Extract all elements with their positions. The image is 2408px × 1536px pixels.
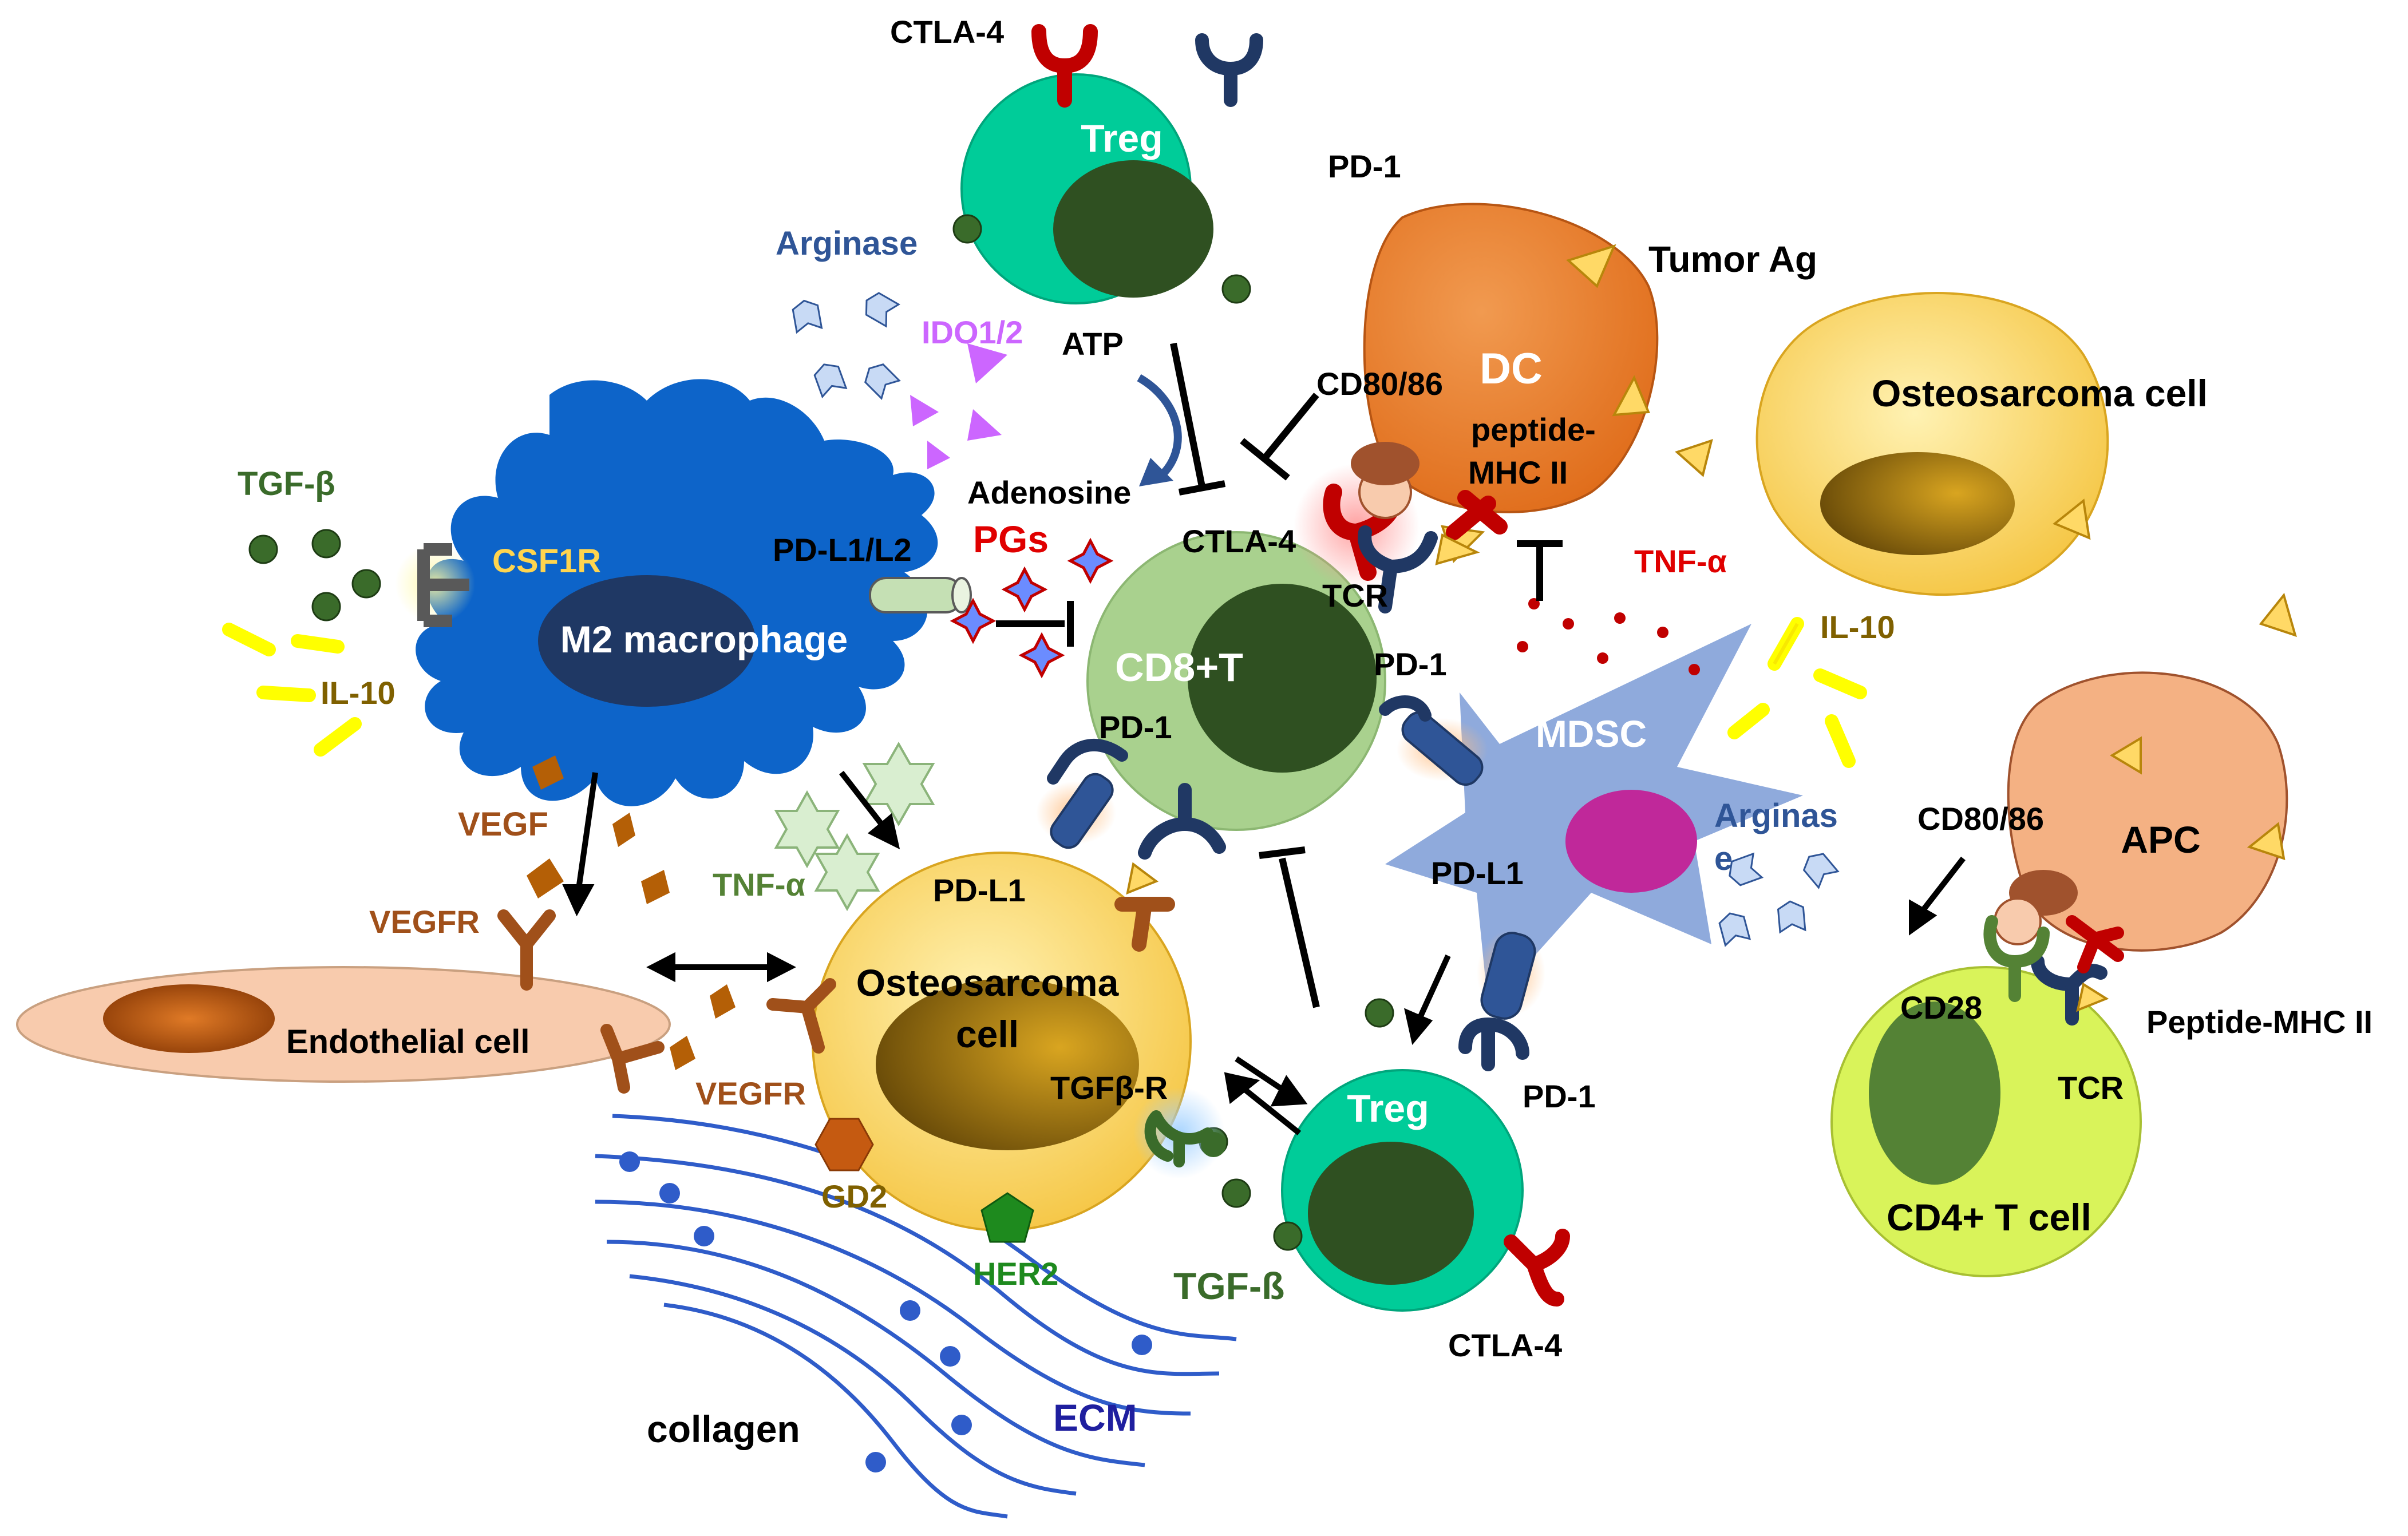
pgs-stars xyxy=(950,537,1114,679)
arrows xyxy=(562,770,1966,1135)
label-il10-left: IL-10 xyxy=(321,675,396,711)
label-peptide-mhc-1: peptide- xyxy=(1471,411,1596,448)
apc xyxy=(2007,671,2288,952)
ctla4-receptors xyxy=(1031,24,1570,1307)
m2-macrophage xyxy=(416,379,938,806)
label-cd4-t-cell: CD4+ T cell xyxy=(1887,1196,2091,1238)
label-mdsc: MDSC xyxy=(1536,712,1647,755)
label-pgs: PGs xyxy=(973,518,1049,560)
label-arginase-right-2: e xyxy=(1714,840,1733,877)
label-tumor-ag: Tumor Ag xyxy=(1648,239,1817,280)
collagen-fibers xyxy=(595,1114,1237,1519)
label-csf1r: CSF1R xyxy=(492,543,601,580)
pd1-pdl1-pair-osteo xyxy=(1036,738,1128,849)
label-ido: IDO1/2 xyxy=(922,314,1023,350)
label-osteo-right: Osteosarcoma cell xyxy=(1872,372,2208,414)
label-pdl1-l2: PD-L1/L2 xyxy=(773,532,912,568)
vegf-diamonds xyxy=(527,755,736,1070)
treg-top xyxy=(960,73,1213,304)
label-vegfr-bottom: VEGFR xyxy=(695,1075,806,1111)
tgfb-receptor xyxy=(1133,1087,1226,1179)
label-atp: ATP xyxy=(1062,326,1124,362)
label-apc: APC xyxy=(2121,818,2200,861)
label-tgfb-r: TGFβ-R xyxy=(1050,1070,1168,1106)
label-pdl1-mdsc: PD-L1 xyxy=(1431,855,1524,891)
pdl1-l2-capsule xyxy=(869,577,972,613)
label-cd8t: CD8+T xyxy=(1115,645,1243,690)
il10-glow xyxy=(1773,623,1799,665)
label-dc: DC xyxy=(1480,345,1543,393)
gd2-hexagon xyxy=(814,1118,874,1171)
tcr-mhc-cd8 xyxy=(1351,442,1508,565)
cd4-t-cell xyxy=(1830,966,2142,1277)
label-ctla4-top: CTLA-4 xyxy=(890,14,1004,50)
osteosarcoma-cell-right xyxy=(1755,292,2109,596)
label-ecm: ECM xyxy=(1053,1396,1137,1439)
label-m2-macrophage: M2 macrophage xyxy=(560,618,848,660)
label-pd1-top: PD-1 xyxy=(1328,148,1401,184)
dendritic-cell xyxy=(1363,203,1659,513)
label-peptide-mhc-apc: Peptide-MHC II xyxy=(2146,1004,2373,1040)
tnf-alpha-stars xyxy=(774,741,935,912)
label-tnf-alpha-left: TNF-α xyxy=(713,866,805,902)
label-collagen: collagen xyxy=(647,1408,800,1450)
cd28-apc-pair xyxy=(1983,870,2124,1012)
atp-adenosine-arrow xyxy=(1137,374,1182,486)
label-cd28: CD28 xyxy=(1900,989,1982,1026)
label-ctla4-mid: CTLA-4 xyxy=(1182,523,1296,559)
label-gd2: GD2 xyxy=(821,1178,887,1214)
pd1-pdl1-pair-treg xyxy=(1458,930,1545,1071)
ido-triangles xyxy=(910,343,1007,469)
label-cd80-86-apc: CD80/86 xyxy=(1917,801,2044,837)
treg-bottom xyxy=(1281,1069,1524,1312)
vegfr-receptors xyxy=(497,909,836,1094)
label-cd80-86-dc: CD80/86 xyxy=(1316,366,1443,402)
label-vegf: VEGF xyxy=(458,806,548,843)
label-osteo-center-2: cell xyxy=(956,1013,1019,1055)
label-vegfr-top: VEGFR xyxy=(369,904,480,940)
label-arginase-right-1: Arginas xyxy=(1714,797,1838,834)
label-osteo-center-1: Osteosarcoma xyxy=(856,961,1120,1004)
label-peptide-mhc-2: MHC II xyxy=(1468,454,1568,490)
csf1r-receptor xyxy=(395,543,475,627)
label-pd1-mid-left: PD-1 xyxy=(1099,709,1172,745)
label-pd1-mid-right: PD-1 xyxy=(1374,646,1447,682)
pd1-receptors xyxy=(1138,33,2108,1026)
cd8-t-cell xyxy=(1086,531,1386,831)
her2-pentagon xyxy=(980,1192,1034,1243)
labels: Treg CTLA-4 PD-1 Arginase IDO1/2 ATP Ade… xyxy=(238,14,2373,1450)
mdsc xyxy=(1385,624,1803,1007)
label-tnf-alpha-right: TNF-α xyxy=(1634,543,1727,579)
endothelial-cell xyxy=(16,966,671,1083)
label-tcr-mid: TCR xyxy=(1322,577,1388,613)
inhibition-bars xyxy=(996,342,1563,1008)
label-arginase-top: Arginase xyxy=(776,225,918,262)
label-pd1-bottom: PD-1 xyxy=(1523,1078,1596,1114)
tgf-beta-dots xyxy=(248,214,1394,1251)
osteosarcoma-cell-center xyxy=(812,852,1192,1232)
label-il10-right: IL-10 xyxy=(1820,609,1895,645)
label-pdl1-osteo: PD-L1 xyxy=(933,872,1026,908)
label-tcr-cd4: TCR xyxy=(2058,1070,2124,1106)
label-adenosine: Adenosine xyxy=(967,474,1131,510)
pd1-pdl1-pair-mdsc xyxy=(1379,695,1488,786)
label-tgf-beta-left: TGF-β xyxy=(238,465,335,502)
label-treg-top: Treg xyxy=(1081,117,1163,160)
label-tgf-beta-bottom: TGF-ß xyxy=(1173,1265,1284,1307)
label-ctla4-bottom: CTLA-4 xyxy=(1448,1327,1562,1363)
tnf-alpha-dots xyxy=(1517,598,1700,675)
collagen-nodes xyxy=(619,1151,1152,1472)
label-her2: HER2 xyxy=(973,1256,1058,1292)
label-treg-bottom: Treg xyxy=(1347,1087,1429,1130)
label-endothelial: Endothelial cell xyxy=(286,1023,529,1060)
mhc-osteo xyxy=(1114,862,1175,952)
